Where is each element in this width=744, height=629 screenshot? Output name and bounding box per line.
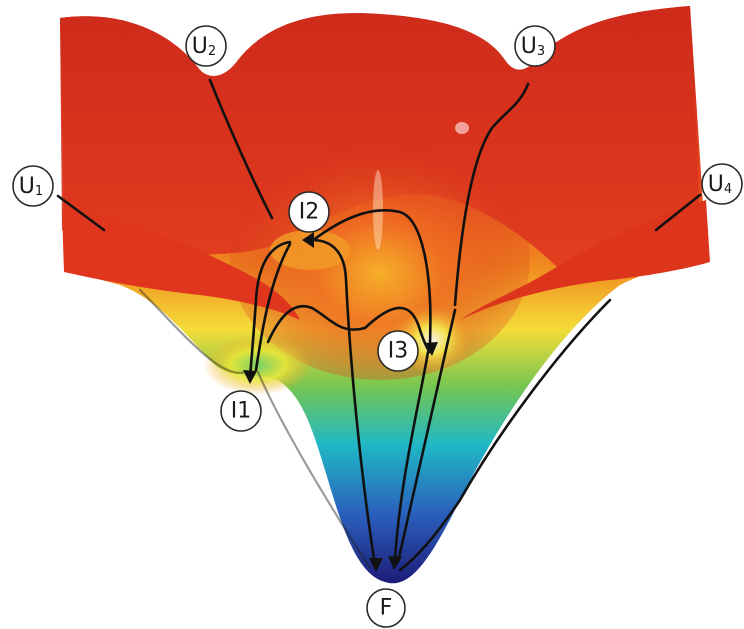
state-i1: I1 [221,391,261,431]
svg-text:F: F [380,596,393,621]
svg-text:I1: I1 [231,399,252,424]
state-i2: I2 [289,192,329,232]
state-u4: U4 [702,164,742,204]
svg-text:I2: I2 [299,200,320,225]
svg-text:I3: I3 [388,339,409,364]
state-u3: U3 [515,26,555,66]
highlight-spot [455,122,469,134]
state-u1: U1 [13,166,53,206]
state-i3: I3 [378,331,418,371]
state-u2: U2 [186,26,226,66]
state-f: F [367,589,405,627]
